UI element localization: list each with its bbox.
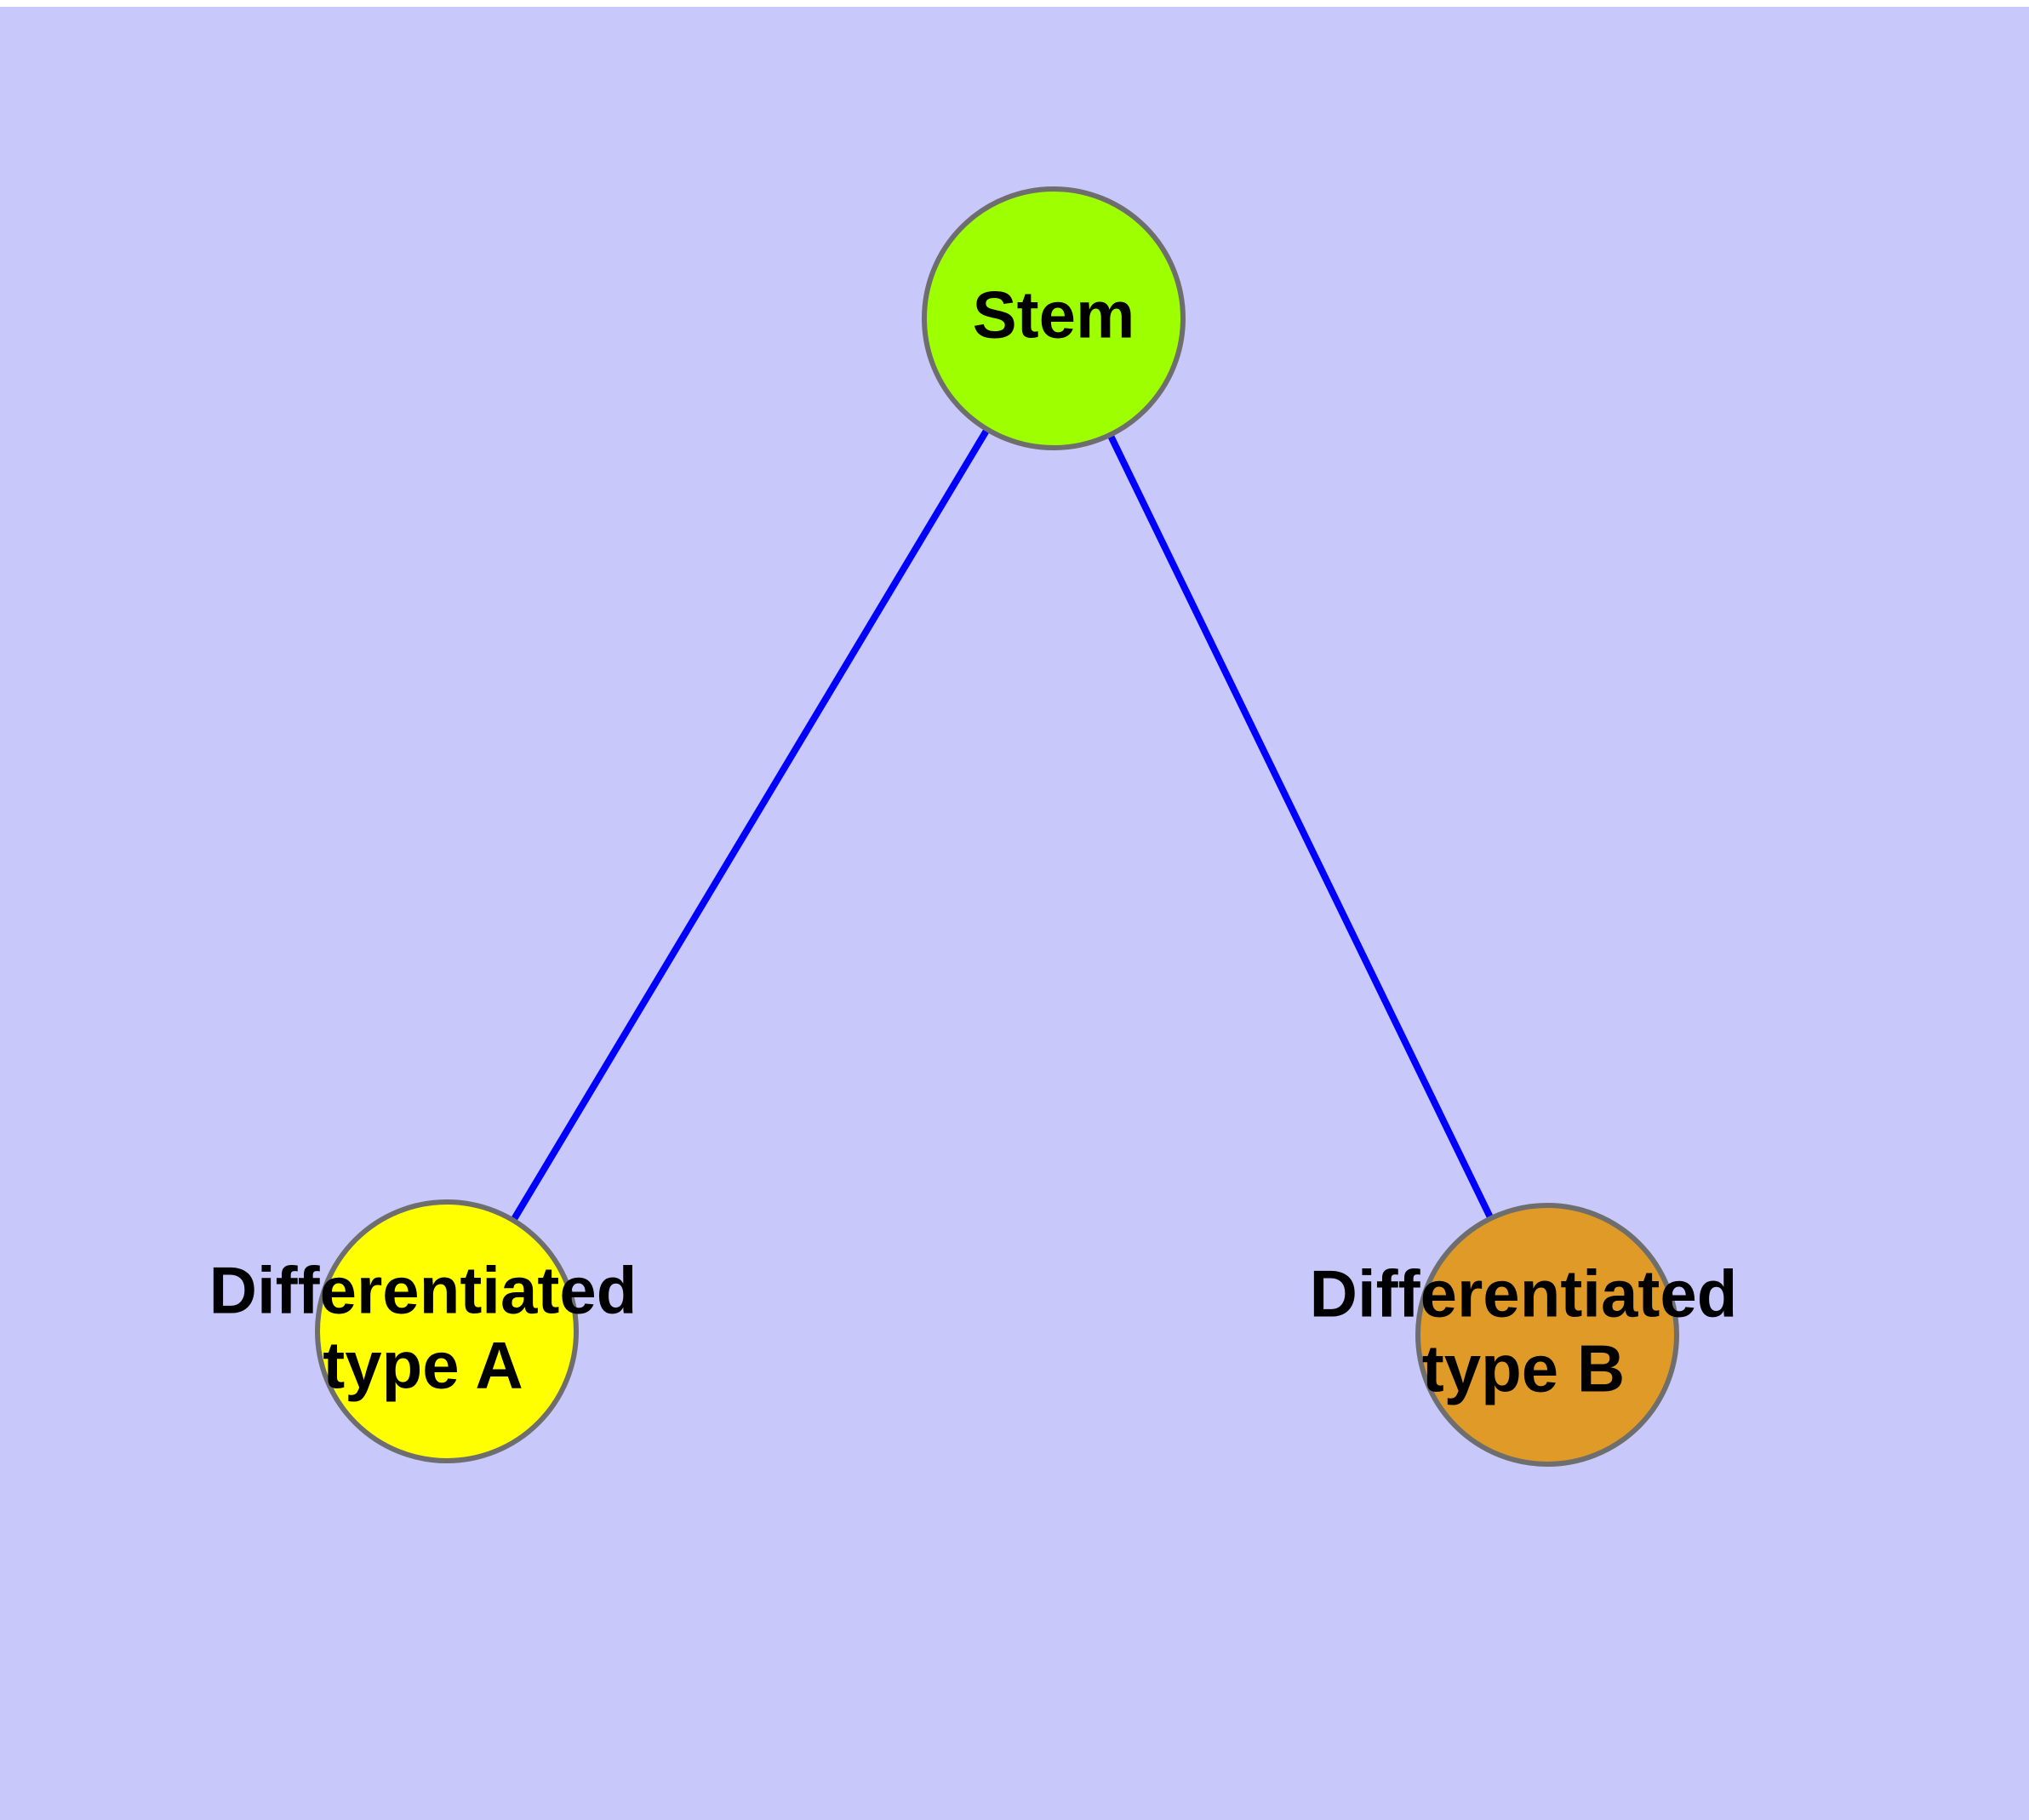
edge-stem-to-differentiated-type-b[interactable] bbox=[1106, 432, 1495, 1221]
edge-stem-to-differentiated-type-a[interactable] bbox=[510, 427, 991, 1222]
node-label-differentiated-type-b-line2: type B bbox=[1422, 1331, 1625, 1406]
node-label-differentiated-type-a-line1: Differentiated bbox=[209, 1253, 637, 1328]
node-differentiated-type-b[interactable] bbox=[1415, 1203, 1679, 1467]
node-differentiated-type-a[interactable] bbox=[315, 1199, 579, 1463]
node-label-differentiated-type-a-line2: type A bbox=[323, 1328, 523, 1403]
node-label-differentiated-type-b-line1: Differentiated bbox=[1310, 1256, 1738, 1331]
nodes-layer bbox=[315, 186, 1679, 1467]
edges-layer bbox=[510, 427, 1495, 1222]
node-label-stem: Stem bbox=[973, 278, 1135, 352]
labels-layer: Stem Differentiated type A Differentiate… bbox=[209, 278, 1738, 1406]
node-stem[interactable] bbox=[922, 186, 1186, 450]
